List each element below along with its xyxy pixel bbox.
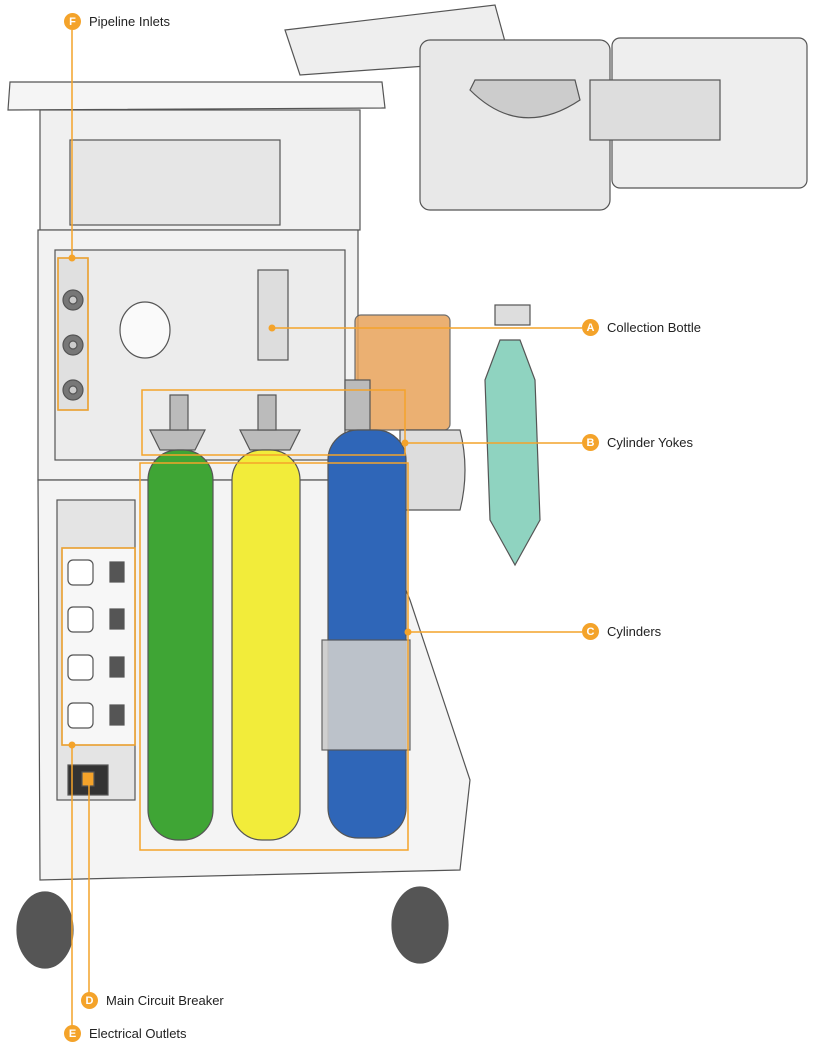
callout-electrical-outlets: E Electrical Outlets — [64, 1025, 187, 1042]
callout-badge: E — [64, 1025, 81, 1042]
green-cylinder — [147, 449, 214, 841]
callout-label: Main Circuit Breaker — [106, 993, 224, 1008]
top-shelf — [7, 81, 386, 111]
callout-badge: B — [582, 434, 599, 451]
callout-cylinder-yokes: B Cylinder Yokes — [582, 434, 693, 451]
monitor-back — [419, 39, 611, 211]
callout-badge: F — [64, 13, 81, 30]
callout-pipeline-inlets: F Pipeline Inlets — [64, 13, 170, 30]
breathing-bag — [484, 339, 541, 567]
callout-cylinders: C Cylinders — [582, 623, 661, 640]
callout-badge: C — [582, 623, 599, 640]
callout-leaders — [57, 30, 582, 1026]
callout-label: Pipeline Inlets — [89, 14, 170, 29]
callout-label: Cylinder Yokes — [607, 435, 693, 450]
callout-collection-bottle: A Collection Bottle — [582, 319, 701, 336]
yellow-cylinder — [231, 449, 301, 841]
callout-label: Cylinders — [607, 624, 662, 639]
callout-main-circuit-breaker: D Main Circuit Breaker — [81, 992, 224, 1009]
blue-cylinder — [327, 429, 407, 839]
callout-label: Collection Bottle — [607, 320, 701, 335]
callout-badge: A — [582, 319, 599, 336]
callout-label: Electrical Outlets — [89, 1026, 187, 1041]
callout-badge: D — [81, 992, 98, 1009]
